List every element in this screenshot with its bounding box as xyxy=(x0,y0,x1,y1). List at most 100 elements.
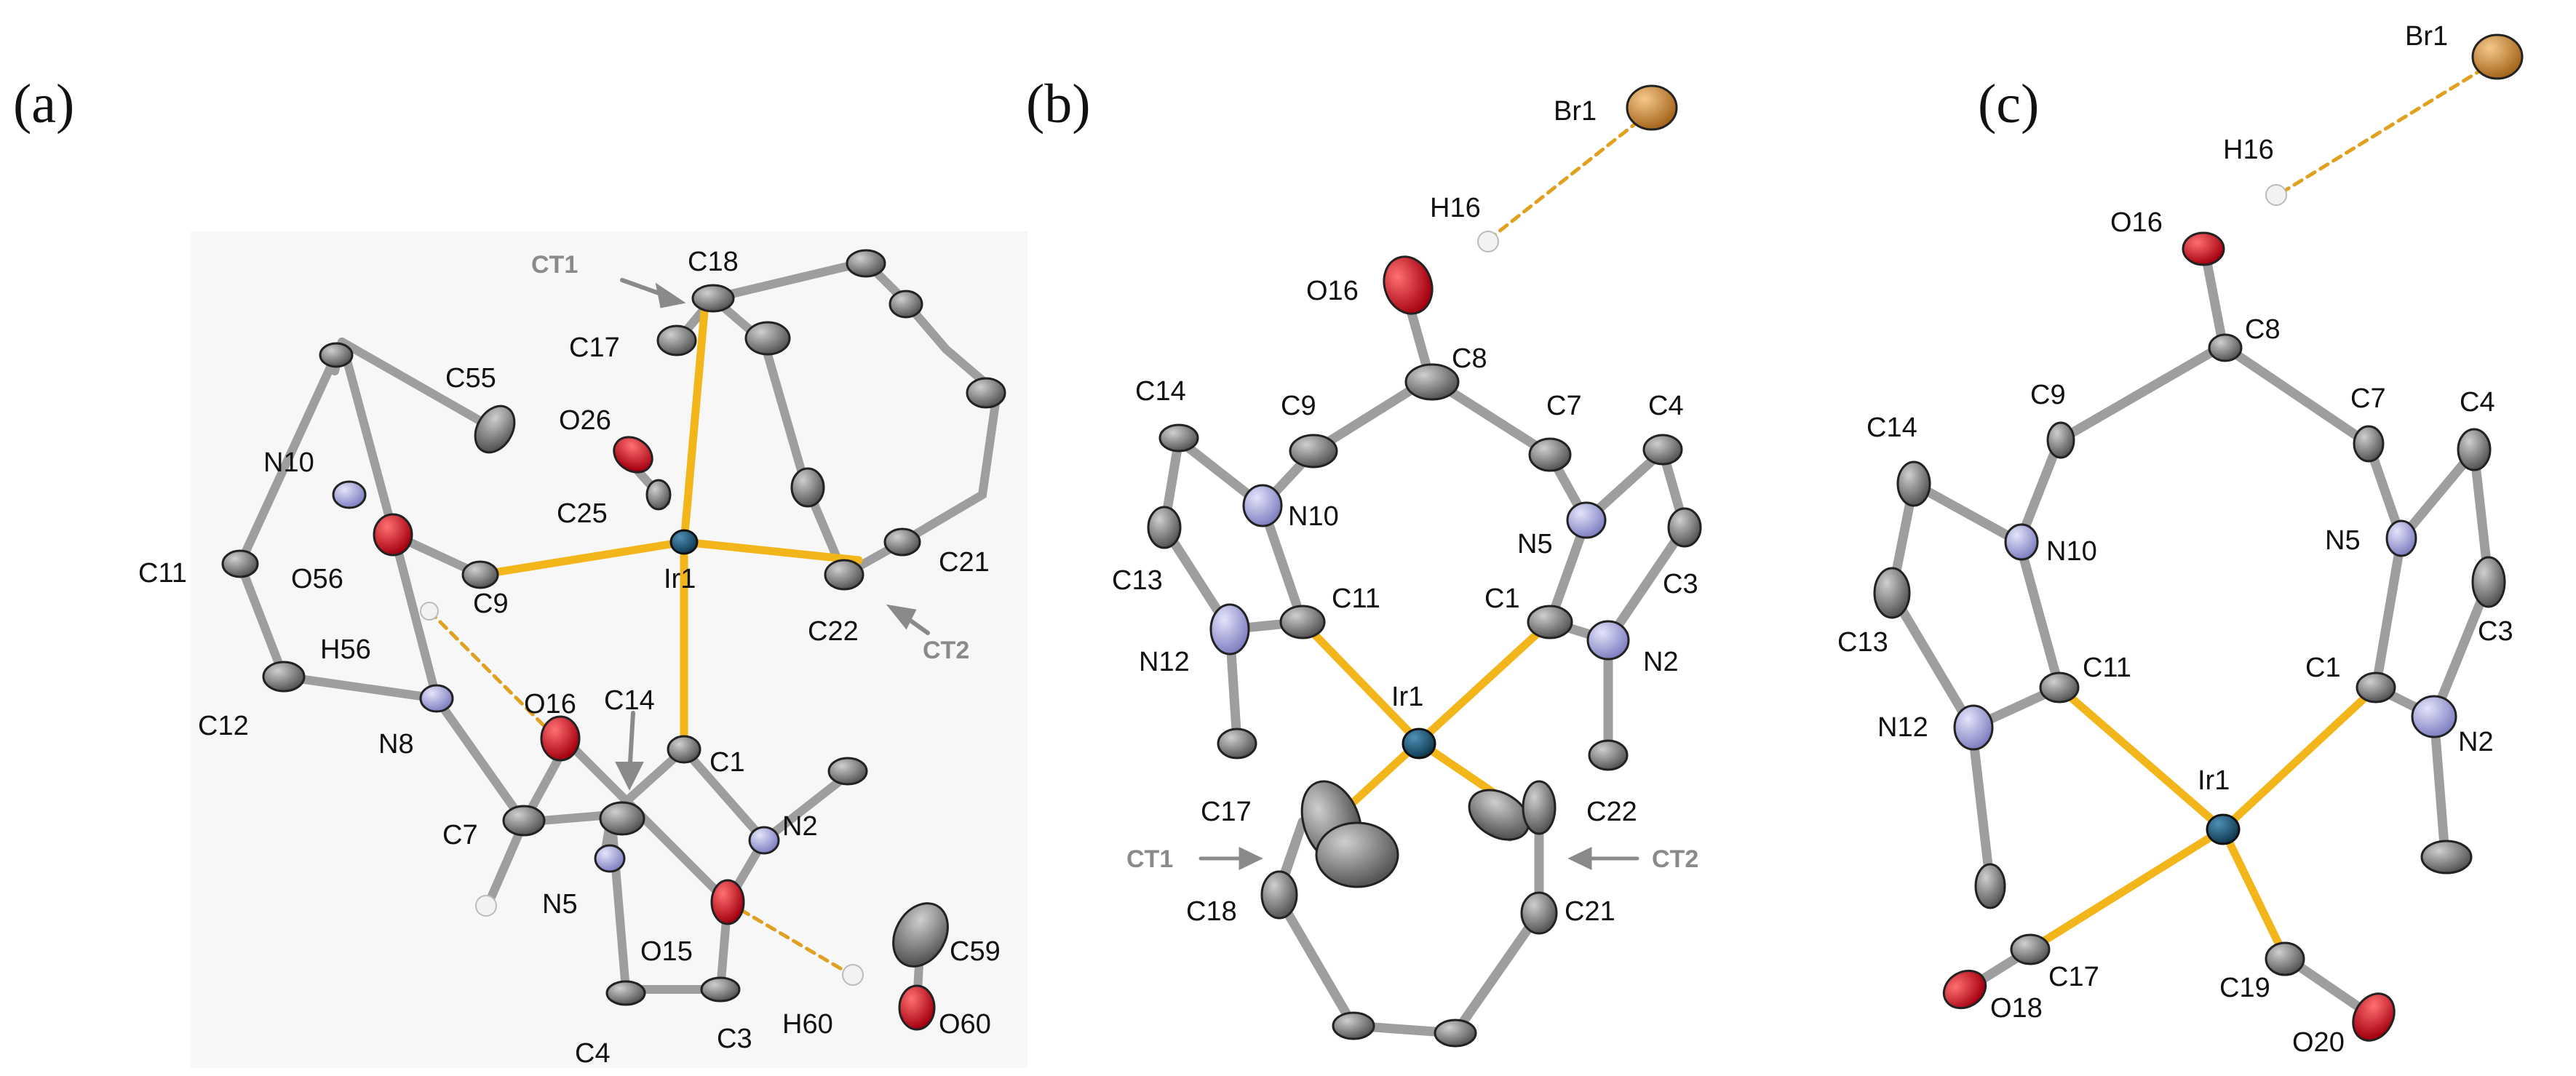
label-a-n8: N8 xyxy=(378,729,414,760)
atom-a-c18 xyxy=(691,284,735,313)
label-a-h56: H56 xyxy=(320,634,371,665)
label-a-c9: C9 xyxy=(473,589,509,619)
atom-a-c21 xyxy=(883,527,921,557)
atom-a-c1 xyxy=(667,735,701,764)
atom-c-ir1 xyxy=(2206,813,2241,845)
atom-b-o16 xyxy=(1383,255,1434,315)
label-a-c1: C1 xyxy=(709,747,745,778)
label-b-br1: Br1 xyxy=(1554,96,1597,127)
atom-b-c21 xyxy=(1520,891,1558,935)
label-b-ir1: Ir1 xyxy=(1391,682,1423,712)
label-c-c11: C11 xyxy=(2083,653,2131,683)
label-a-c7: C7 xyxy=(442,820,478,850)
atom-a-c11 xyxy=(221,549,259,578)
atom-c-c11 xyxy=(2039,671,2080,704)
label-a-o16: O16 xyxy=(524,689,576,720)
atom-a-h7 xyxy=(475,895,497,917)
label-b-c14: C14 xyxy=(1135,376,1186,407)
atom-a-c-ring3 xyxy=(889,290,923,319)
label-a-c12: C12 xyxy=(198,711,249,741)
label-a-n2: N2 xyxy=(782,811,818,842)
panel-a-letter: (a) xyxy=(13,73,75,135)
atom-a-c-ring1 xyxy=(744,321,791,356)
label-a-c11: C11 xyxy=(138,558,187,589)
label-c-c8: C8 xyxy=(2245,314,2281,345)
label-a-o26: O26 xyxy=(559,405,611,436)
atom-a-c-methyl xyxy=(319,342,354,368)
atom-b-c-bottom-l xyxy=(1332,1011,1375,1040)
label-c-h16: H16 xyxy=(2223,135,2274,165)
label-a-c59: C59 xyxy=(950,936,1001,967)
label-c-br1: Br1 xyxy=(2405,21,2448,52)
label-c-c7: C7 xyxy=(2350,383,2386,414)
label-a-ct2: CT2 xyxy=(923,637,969,664)
label-c-n10: N10 xyxy=(2046,536,2097,567)
atom-a-h56 xyxy=(420,602,439,621)
label-c-c3: C3 xyxy=(2478,616,2513,647)
atom-b-h16 xyxy=(1477,231,1499,252)
atom-c-c13 xyxy=(1873,567,1911,619)
atom-a-c22 xyxy=(824,559,864,591)
label-c-c9: C9 xyxy=(2030,380,2066,410)
label-a-c4: C4 xyxy=(575,1038,611,1069)
label-b-c9: C9 xyxy=(1281,391,1316,421)
panel-a-labels: CT1 C18 C17 C55 O26 N10 C25 Ir1 C11 O56 … xyxy=(138,247,1001,1069)
panel-c-letter: (c) xyxy=(1978,73,2040,135)
atom-a-c9 xyxy=(461,560,499,589)
atom-c-c1 xyxy=(2356,671,2396,704)
atom-b-c1 xyxy=(1527,605,1573,639)
label-a-ir1: Ir1 xyxy=(664,564,696,594)
label-a-c21: C21 xyxy=(939,547,990,578)
label-c-c14: C14 xyxy=(1867,413,1917,443)
atom-a-n5 xyxy=(594,844,626,873)
atom-b-n12 xyxy=(1209,603,1250,655)
label-c-c13: C13 xyxy=(1837,627,1888,658)
label-a-ct1: CT1 xyxy=(531,251,578,279)
label-a-o56: O56 xyxy=(291,564,343,594)
panel-a-bonds xyxy=(236,257,1002,1008)
atom-c-c-methyl-r xyxy=(2420,840,2473,874)
atom-c-c3 xyxy=(2471,556,2506,608)
atom-c-c19 xyxy=(2265,941,2305,976)
atom-c-br1 xyxy=(2471,33,2524,80)
label-c-c4: C4 xyxy=(2460,387,2495,418)
atom-a-c14 xyxy=(599,801,645,836)
label-c-n12: N12 xyxy=(1877,712,1928,743)
label-c-c19: C19 xyxy=(2219,973,2270,1003)
atom-b-c7 xyxy=(1528,437,1572,472)
label-b-n12: N12 xyxy=(1139,647,1190,677)
label-b-ct1: CT1 xyxy=(1126,845,1173,873)
atom-c-n12 xyxy=(1953,704,1994,751)
label-b-n10: N10 xyxy=(1288,501,1339,532)
label-b-h16: H16 xyxy=(1430,193,1481,223)
atom-c-o16 xyxy=(2182,231,2225,266)
atom-c-c17 xyxy=(2010,933,2051,965)
atom-a-ir1 xyxy=(669,529,699,555)
atom-b-ir1 xyxy=(1402,728,1436,760)
atom-b-n5 xyxy=(1566,501,1607,539)
label-a-c3: C3 xyxy=(717,1024,752,1054)
atom-a-o16 xyxy=(540,715,581,762)
atom-a-c-ring5 xyxy=(790,467,825,508)
label-a-h60: H60 xyxy=(782,1009,833,1040)
label-a-c55: C55 xyxy=(445,363,496,394)
label-a-o15: O15 xyxy=(640,936,693,967)
atom-a-c12 xyxy=(262,661,306,693)
atom-b-c-methyl-l xyxy=(1217,728,1257,760)
atom-a-c55 xyxy=(474,405,516,454)
atom-c-o18 xyxy=(1942,969,1987,1010)
atom-c-h16 xyxy=(2265,184,2287,206)
atom-b-c9 xyxy=(1289,434,1338,469)
atom-c-c-methyl-l xyxy=(1974,863,2006,909)
atom-c-n10 xyxy=(2004,523,2039,561)
label-b-c17: C17 xyxy=(1201,797,1252,827)
atom-b-c22 xyxy=(1468,789,1530,841)
atom-b-n10 xyxy=(1242,484,1283,527)
label-c-n5: N5 xyxy=(2325,525,2361,556)
panel-b-atoms xyxy=(1147,84,1702,1048)
panel-c-labels: Br1 H16 O16 C8 C9 C7 C14 C4 N10 N5 C13 C… xyxy=(1837,21,2513,1058)
label-c-c17: C17 xyxy=(2048,962,2099,992)
label-b-c18: C18 xyxy=(1186,896,1237,927)
atom-b-n2 xyxy=(1586,620,1630,661)
